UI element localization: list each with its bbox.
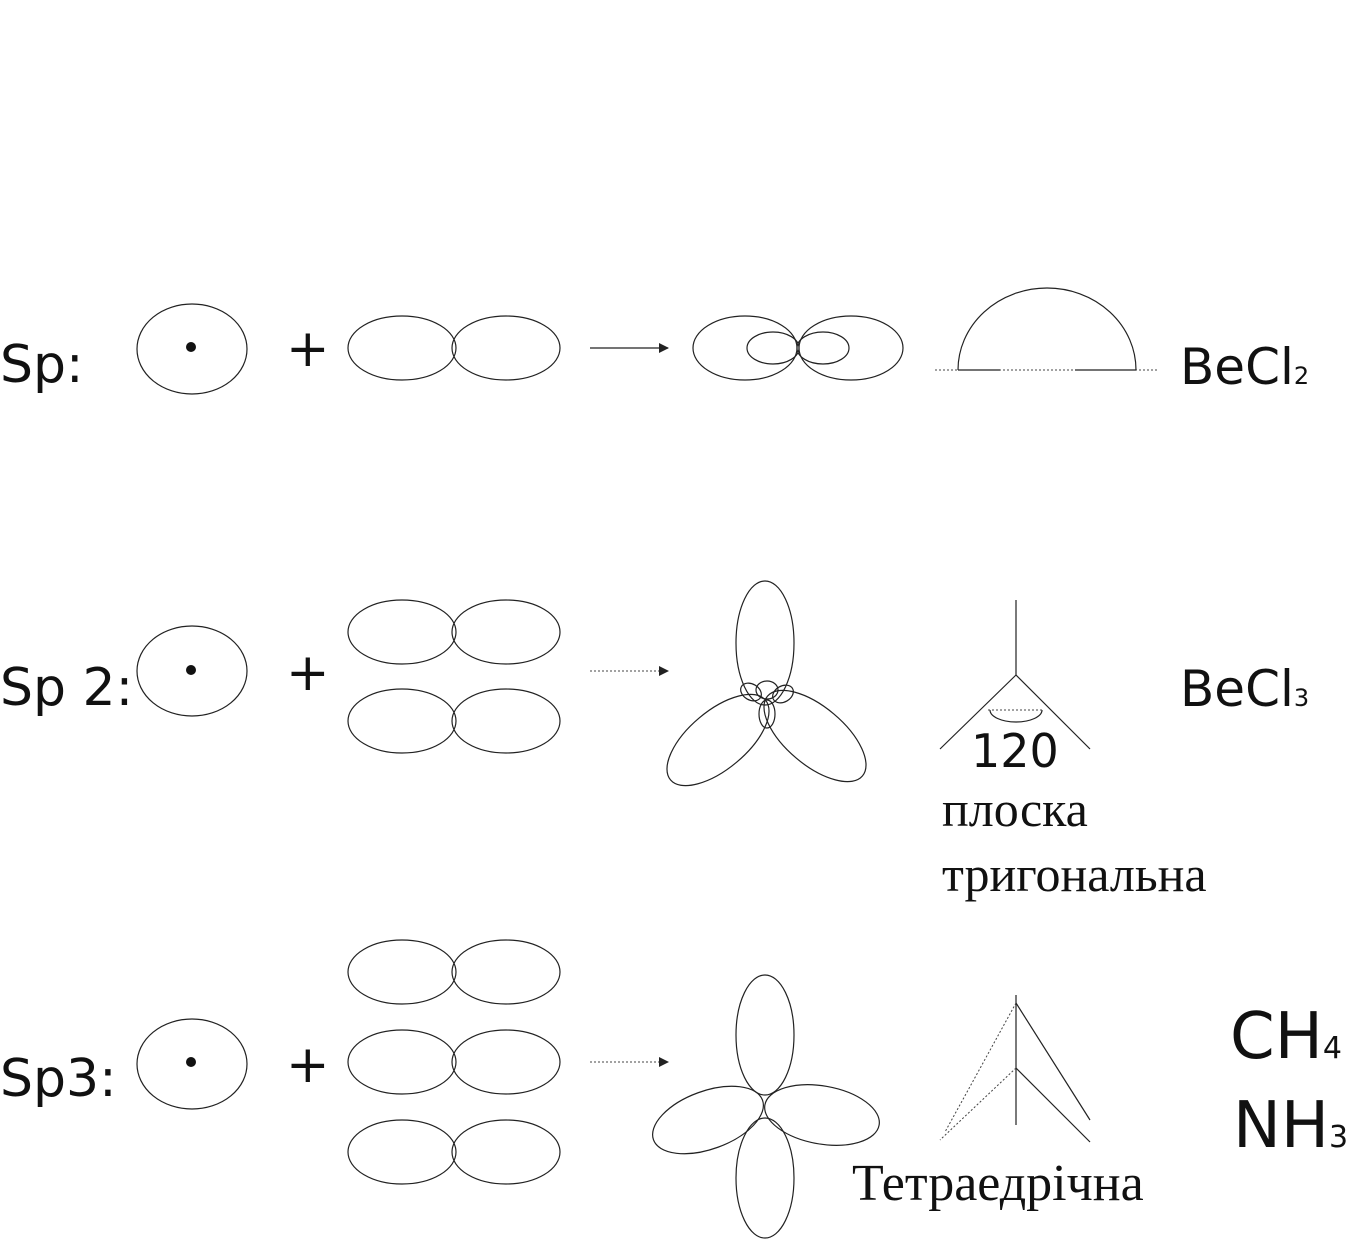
p-orbitals — [347, 599, 561, 754]
s-orbital — [136, 625, 248, 717]
sp3-hybrid-orbitals — [652, 974, 880, 1239]
trigonal-planar-geometry — [939, 600, 1091, 750]
tetrahedral-geometry — [939, 995, 1091, 1143]
row-sp2: Sp 2: + 120 — [0, 580, 1309, 902]
s-orbital — [136, 303, 248, 395]
nucleus-dot — [186, 665, 196, 675]
plus-sign: + — [286, 319, 330, 379]
row-sp3: Sp3: + Тетраедрічна — [0, 939, 1348, 1239]
formula-ch4: CH4 — [1230, 1000, 1342, 1074]
formula: BeCl3 — [1180, 660, 1309, 718]
formula: BeCl2 — [1180, 338, 1309, 396]
p-orbital — [347, 315, 561, 381]
formula-nh3: NH3 — [1233, 1089, 1348, 1163]
bond-angle: 120 — [971, 724, 1059, 778]
geometry-name-line1: плоска — [942, 781, 1088, 837]
row-sp: Sp: + BeCl2 — [0, 287, 1309, 396]
p-orbitals — [347, 939, 561, 1185]
sp-hybrid-orbitals — [692, 315, 904, 381]
plus-sign: + — [286, 1035, 330, 1095]
sp2-hybrid-orbitals — [666, 580, 867, 787]
row-sp3-label: Sp3: — [0, 1049, 117, 1109]
row-sp2-label: Sp 2: — [0, 658, 133, 718]
s-orbital — [136, 1018, 248, 1110]
geometry-name: Тетраедрічна — [852, 1155, 1144, 1212]
row-sp-label: Sp: — [0, 335, 84, 395]
linear-geometry — [935, 287, 1158, 371]
nucleus-dot — [186, 1057, 196, 1067]
geometry-name-line2: тригональна — [942, 846, 1207, 902]
nucleus-dot — [186, 342, 196, 352]
plus-sign: + — [286, 643, 330, 703]
